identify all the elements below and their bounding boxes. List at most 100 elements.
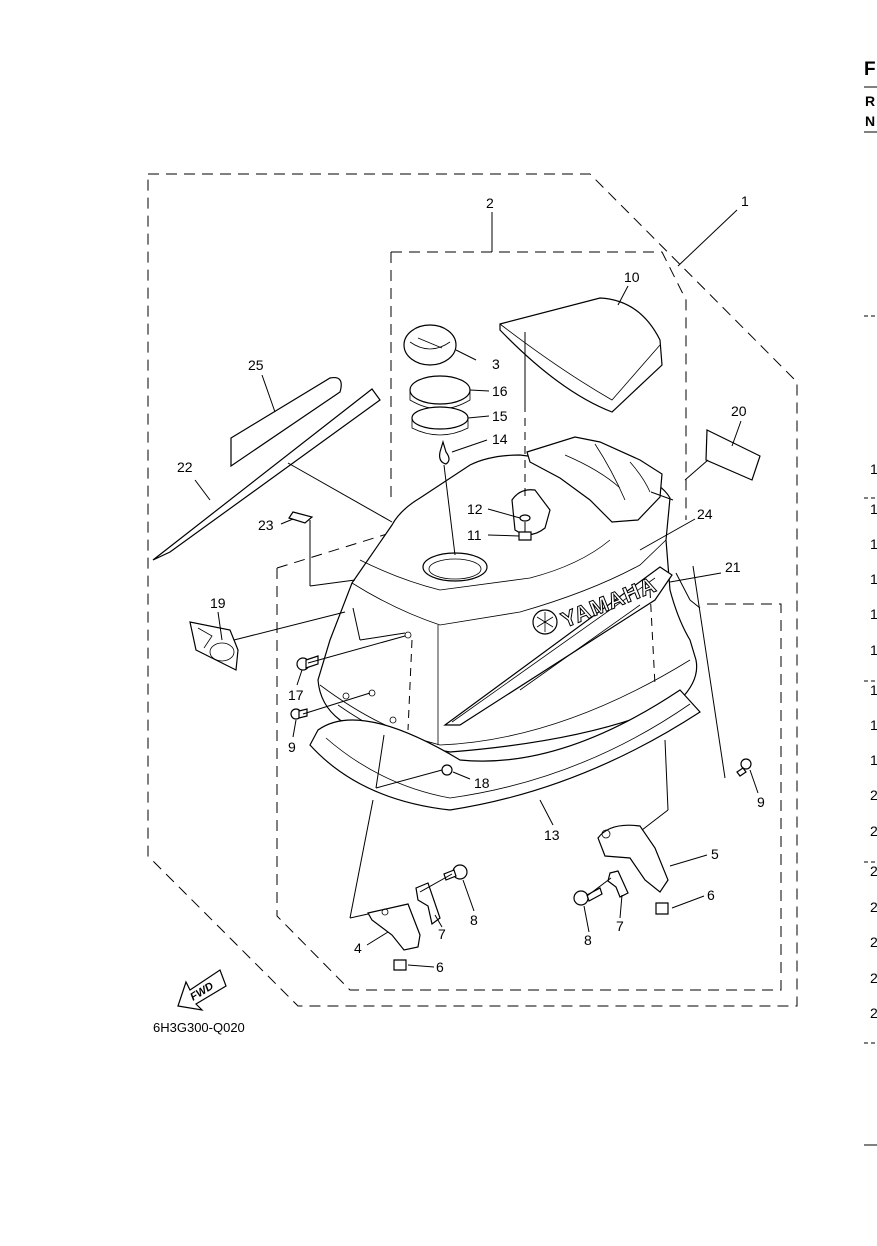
bolt-8-right-shank (586, 887, 603, 902)
leader-13 (539, 799, 554, 826)
callout-15: 15 (492, 408, 508, 424)
guide-line (307, 635, 406, 664)
edge-number: 1 (870, 682, 877, 698)
cowling-seal (309, 689, 701, 811)
guide-line (349, 913, 369, 919)
callout-16: 16 (492, 383, 508, 399)
filler-opening (422, 552, 488, 582)
edge-number: 1 (870, 642, 877, 658)
guide-line (407, 639, 413, 731)
leader-17 (296, 669, 303, 686)
leader-7-left (434, 914, 443, 928)
cowling-crease (351, 539, 667, 626)
bolt-hole (389, 716, 397, 724)
decal-19-mark (197, 627, 213, 649)
bushing (411, 406, 469, 430)
guide-line (359, 632, 406, 641)
bushing-side (411, 418, 469, 436)
guide-line (309, 579, 356, 587)
bracket-5-set (573, 824, 669, 915)
callout-9-left: 9 (288, 739, 296, 755)
filler-opening-inner (428, 558, 482, 580)
callout-7-right: 7 (616, 918, 624, 934)
edge-number: 2 (870, 899, 877, 915)
bolt-9-right (736, 758, 752, 777)
callout-19: 19 (210, 595, 226, 611)
handle-recess (526, 436, 663, 523)
decal-20 (705, 429, 761, 481)
cowling-lower-edge (319, 659, 691, 746)
filler-cap-grip (409, 337, 451, 350)
callout-22: 22 (177, 459, 193, 475)
callout-24: 24 (697, 506, 713, 522)
guide-line (692, 565, 726, 779)
leader-lines (194, 209, 759, 968)
callout-12: 12 (467, 501, 483, 517)
leader-6-right (671, 895, 705, 909)
guide-line (684, 459, 709, 481)
leader-8-right (583, 905, 590, 933)
leader-21 (669, 572, 722, 583)
duct-cover-body (499, 297, 663, 413)
fwd-arrow: FWD (177, 969, 227, 1011)
callout-6-right: 6 (707, 887, 715, 903)
guide-line (650, 491, 674, 501)
bracket-4 (367, 903, 421, 951)
decal-19 (189, 621, 239, 671)
leader-22 (194, 479, 211, 501)
hook-7-right (607, 870, 629, 898)
decal-22 (152, 388, 381, 561)
callout-20: 20 (731, 403, 747, 419)
callout-25: 25 (248, 357, 264, 373)
guide-line (689, 599, 701, 609)
header-letter-n: N (865, 113, 875, 129)
leader-10 (617, 285, 629, 306)
guide-line (443, 464, 456, 556)
callout-8-right: 8 (584, 932, 592, 948)
filler-cap-set (403, 324, 471, 465)
leader-11 (487, 534, 520, 537)
edge-number: 1 (870, 501, 877, 517)
leader-9-right (749, 769, 759, 794)
guide-line (375, 769, 443, 789)
bolt-shank (736, 767, 747, 777)
leader-20 (731, 420, 742, 447)
callout-3: 3 (492, 356, 500, 372)
edge-number: 1 (870, 752, 877, 768)
guide-line (349, 799, 374, 919)
leader-1 (677, 209, 738, 267)
cowling-seal-inner (325, 703, 691, 799)
leader-25 (261, 374, 276, 413)
fwd-arrow-shape (177, 969, 227, 1011)
edge-number: 2 (870, 787, 877, 803)
header-letter-r: R (865, 93, 875, 109)
bracket-hole (601, 829, 611, 839)
guide-line (641, 809, 669, 831)
air-duct-cover (499, 297, 663, 413)
leader-18 (452, 771, 471, 780)
callout-21: 21 (725, 559, 741, 575)
decal-19-plate (189, 621, 239, 671)
callout-17: 17 (288, 687, 304, 703)
callout-14: 14 (492, 431, 508, 447)
right-edge-column: 1 1 1 1 1 1 1 1 1 2 2 2 2 2 2 2 (864, 315, 877, 1146)
callout-23: 23 (258, 517, 274, 533)
leader-14 (451, 439, 488, 453)
callout-4: 4 (354, 940, 362, 956)
guide-line (375, 734, 385, 789)
duct-cover-edge (499, 323, 661, 401)
callout-13: 13 (544, 827, 560, 843)
edge-number: 1 (870, 536, 877, 552)
leader-4 (366, 931, 389, 946)
edge-number: 2 (870, 970, 877, 986)
bracket-5 (597, 824, 669, 893)
assembly-boundary-2 (391, 251, 687, 520)
stripe-lines (451, 577, 656, 723)
decal-23 (288, 511, 314, 524)
grommet-18 (441, 764, 453, 776)
decal-19-ring (209, 642, 235, 662)
leader-9-left (292, 719, 297, 738)
bolt-head (740, 758, 752, 770)
